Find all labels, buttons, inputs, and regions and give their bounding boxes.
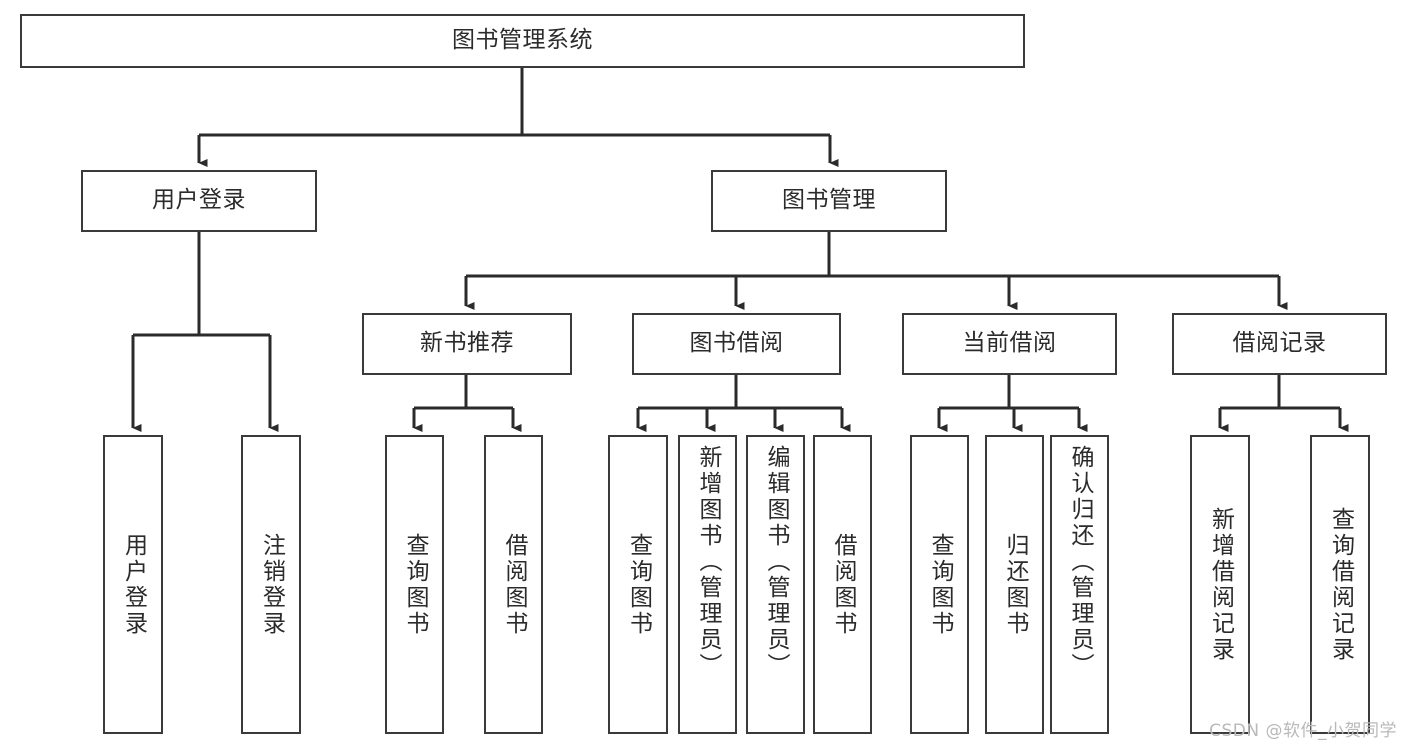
- leaf-logout-login[interactable]: 注销登录: [241, 435, 301, 734]
- leaf-add-book[interactable]: 新增图书（管理员）: [678, 435, 737, 734]
- node-label: 查询借阅记录: [1327, 506, 1354, 663]
- node-label: 查询图书: [927, 532, 953, 637]
- node-label: 图书管理: [782, 187, 876, 214]
- leaf-borrow-book-recommend[interactable]: 借阅图书: [484, 435, 543, 734]
- leaf-query-book-current[interactable]: 查询图书: [910, 435, 969, 734]
- leaf-user-login[interactable]: 用户登录: [103, 435, 163, 734]
- node-label: 当前借阅: [962, 330, 1057, 357]
- leaf-edit-book[interactable]: 编辑图书（管理员）: [746, 435, 805, 734]
- leaf-borrow-book-borrow[interactable]: 借阅图书: [813, 435, 872, 734]
- node-label: 借阅图书: [501, 532, 527, 637]
- node-label: 新增图书（管理员）: [695, 445, 721, 679]
- node-book-manage[interactable]: 图书管理: [711, 170, 947, 232]
- node-label: 归还图书: [1002, 532, 1028, 637]
- node-label: 确认归还（管理员）: [1067, 445, 1093, 679]
- node-label: 编辑图书（管理员）: [763, 445, 789, 679]
- leaf-add-borrow-record[interactable]: 新增借阅记录: [1190, 435, 1250, 734]
- node-new-book-recommend[interactable]: 新书推荐: [362, 313, 572, 375]
- node-label: 借阅图书: [830, 532, 856, 637]
- node-book-borrow[interactable]: 图书借阅: [632, 313, 841, 375]
- leaf-query-borrow-record[interactable]: 查询借阅记录: [1310, 435, 1370, 734]
- node-label: 注销登录: [258, 532, 285, 637]
- node-label: 用户登录: [120, 532, 147, 637]
- leaf-query-book-borrow[interactable]: 查询图书: [608, 435, 668, 734]
- node-root-system[interactable]: 图书管理系统: [20, 14, 1025, 68]
- leaf-confirm-return[interactable]: 确认归还（管理员）: [1050, 435, 1109, 734]
- leaf-return-book[interactable]: 归还图书: [985, 435, 1044, 734]
- node-label: 查询图书: [625, 532, 652, 637]
- node-label: 查询图书: [402, 532, 428, 637]
- leaf-query-book-recommend[interactable]: 查询图书: [385, 435, 444, 734]
- node-label: 用户登录: [152, 187, 246, 214]
- node-user-login[interactable]: 用户登录: [81, 170, 317, 232]
- node-label: 图书借阅: [689, 330, 784, 357]
- node-label: 图书管理系统: [452, 27, 593, 54]
- node-current-borrow[interactable]: 当前借阅: [902, 313, 1117, 375]
- node-label: 新书推荐: [420, 330, 514, 357]
- node-label: 新增借阅记录: [1207, 506, 1234, 663]
- node-borrow-record[interactable]: 借阅记录: [1172, 313, 1387, 375]
- node-label: 借阅记录: [1232, 330, 1327, 357]
